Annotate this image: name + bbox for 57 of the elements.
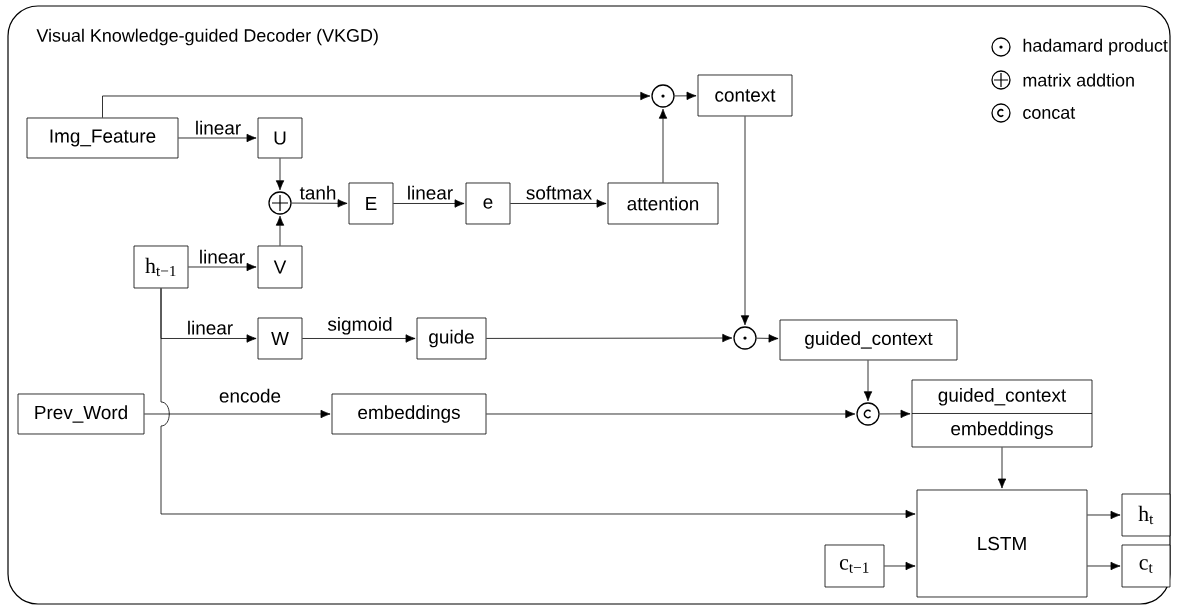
arrow	[1087, 510, 1121, 520]
process-box: guided_context	[779, 319, 958, 361]
edge-label: tanh	[298, 184, 338, 201]
arrow	[863, 360, 873, 402]
arrow	[486, 409, 856, 419]
arrow	[144, 409, 331, 419]
legend-text: concat	[1023, 107, 1076, 119]
process-box: h$_{t−1}$	[133, 245, 189, 289]
edge-label: softmax	[524, 184, 594, 201]
legend-text: matrix addtion	[1023, 73, 1134, 87]
process-box: e	[465, 182, 511, 225]
process-box: Img_Feature	[26, 117, 179, 159]
process-box: context	[697, 74, 793, 117]
arrow	[188, 262, 257, 272]
edge-label: linear	[185, 319, 235, 336]
arrow	[486, 333, 733, 343]
process-box: U	[257, 117, 303, 159]
hadamard-operator	[733, 326, 757, 350]
hadamard-operator	[651, 84, 675, 108]
process-box: embeddings	[331, 393, 487, 435]
process-box: LSTM	[916, 489, 1088, 598]
arrow	[291, 199, 348, 208]
arrow	[879, 409, 911, 419]
arrow	[275, 158, 285, 191]
arrow	[740, 116, 750, 326]
arrow	[160, 288, 916, 519]
process-box: Prev_Word	[17, 393, 145, 435]
process-box: h$_{t}$	[1121, 493, 1171, 537]
arrow	[275, 215, 285, 246]
addition-operator	[268, 191, 292, 215]
arrow	[884, 561, 916, 571]
arrow	[393, 199, 465, 208]
edge-label: linear	[193, 119, 243, 136]
edge-label: sigmoid	[326, 315, 394, 336]
edge-label: encode	[217, 387, 283, 404]
process-box: attention	[607, 182, 719, 225]
arrow	[302, 334, 416, 343]
arrow	[102, 91, 651, 118]
arrow	[997, 447, 1007, 489]
process-box: c$_{t}$	[1121, 544, 1171, 588]
arrow	[178, 133, 257, 143]
arrow	[674, 91, 697, 101]
arrow	[658, 108, 668, 183]
arrow	[1087, 561, 1121, 571]
frame-title: Visual Knowledge-guided Decoder (VKGD)	[36, 28, 378, 46]
stacked-box: guided_context embeddings	[911, 379, 1093, 448]
process-box: guide	[416, 317, 487, 360]
process-box: c$_{t−1}$	[824, 544, 885, 588]
arrow	[756, 334, 779, 343]
edge-label: linear	[197, 248, 247, 265]
process-box: E	[348, 182, 394, 225]
arrow	[510, 199, 607, 208]
process-box: W	[257, 317, 303, 360]
legend-text: hadamard product	[1023, 38, 1168, 56]
process-box: V	[257, 245, 303, 289]
concat-operator	[856, 402, 880, 426]
edge-label: linear	[405, 184, 455, 201]
